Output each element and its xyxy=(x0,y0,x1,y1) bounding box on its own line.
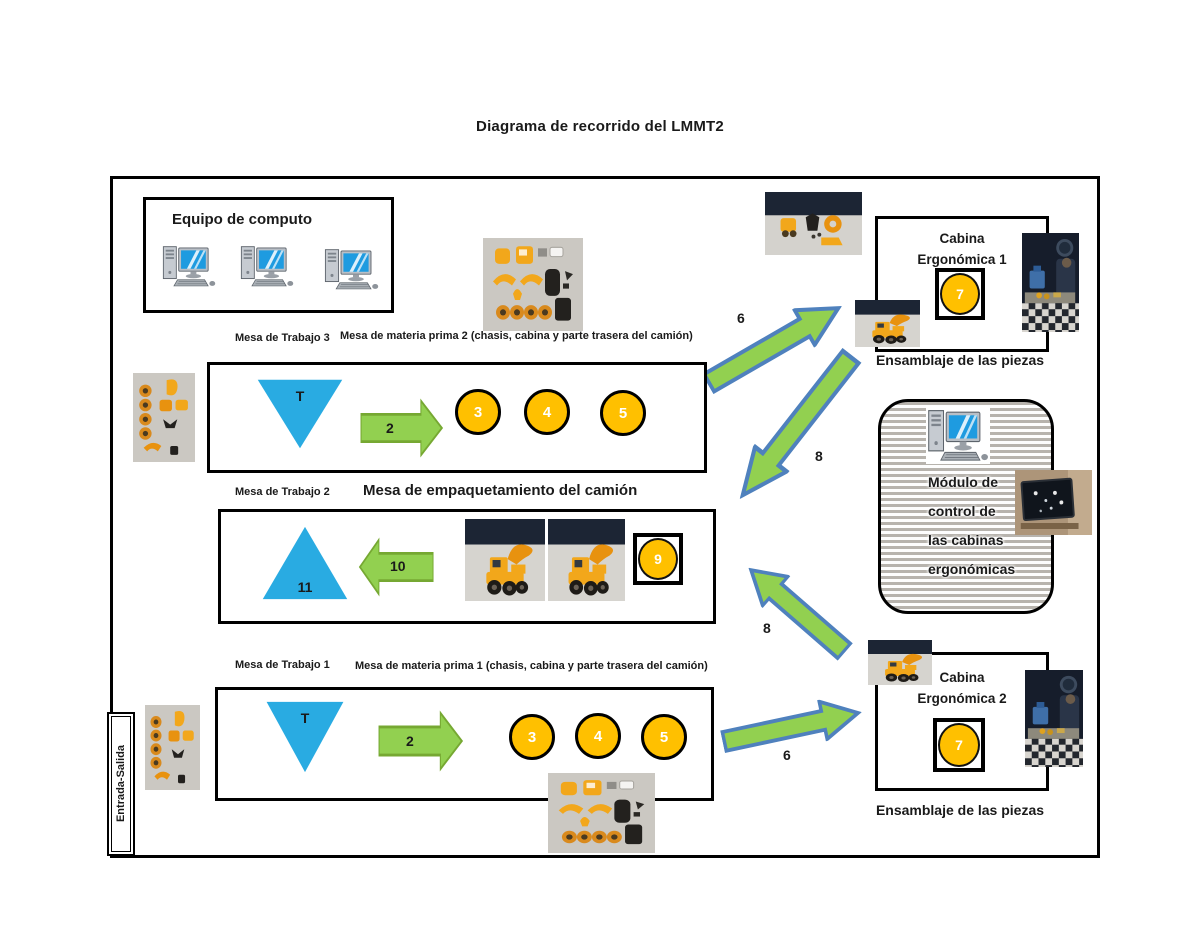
diagram-title: Diagrama de recorrido del LMMT2 xyxy=(476,118,724,135)
mesa3-arrow-number: 2 xyxy=(386,420,394,436)
cabina1-truck-photo xyxy=(855,300,920,347)
modulo-text-line: las cabinas xyxy=(928,532,1004,548)
mesa3-label: Mesa de Trabajo 3 xyxy=(235,332,330,344)
entrada-salida-inner: Entrada-Salida xyxy=(111,716,131,852)
equipo-box: Equipo de computo xyxy=(143,197,394,313)
cabina1-operation-symbol: 7 xyxy=(935,268,985,320)
cabina2-truck-photo xyxy=(868,640,932,685)
mesa1-operation-circle: 4 xyxy=(575,713,621,759)
modulo-text-line: control de xyxy=(928,503,996,519)
mesa2-sublabel: Mesa de empaquetamiento del camión xyxy=(363,482,638,499)
mesa3-operation-circle: 4 xyxy=(524,389,570,435)
mesa1-triangle-label: T xyxy=(300,710,310,726)
modulo-box: Módulo de control de las cabinas ergonóm… xyxy=(878,399,1054,614)
mesa2-arrow-number: 10 xyxy=(390,558,406,574)
mesa2-truck-photo xyxy=(548,519,625,601)
mesa3-storage-triangle: T xyxy=(256,378,344,450)
mesa3-triangle-label: T xyxy=(295,388,305,404)
mesa2-inspection-symbol: 9 xyxy=(633,533,683,585)
flow-number-to-cabina2: 6 xyxy=(783,747,791,763)
cabina2-person-photo xyxy=(1025,670,1083,767)
cabina1-caption: Ensamblaje de las piezas xyxy=(875,352,1045,368)
modulo-tv-photo xyxy=(1015,470,1092,535)
truck-parts-photo xyxy=(548,773,655,853)
cabina2-operation-number: 7 xyxy=(938,723,980,767)
modulo-computer-chip xyxy=(926,406,990,464)
truck-parts-photo xyxy=(483,238,583,331)
mesa1-sublabel: Mesa de materia prima 1 (chasis, cabina … xyxy=(355,660,708,672)
mesa1-label: Mesa de Trabajo 1 xyxy=(235,659,330,671)
cabina1-title: Cabina Ergonómica 1 xyxy=(878,228,1046,270)
flow-number-from-cabina2: 8 xyxy=(763,620,771,636)
mesa1-operation-circle: 5 xyxy=(641,714,687,760)
mesa3-operation-circle: 3 xyxy=(455,389,501,435)
cabina2-operation-symbol: 7 xyxy=(933,718,985,772)
computer-icon xyxy=(239,243,295,289)
mesa2-inspection-number: 9 xyxy=(638,538,678,580)
cabina1-operation-number: 7 xyxy=(940,273,980,315)
mesa3-operation-circle: 5 xyxy=(600,390,646,436)
cabina2-title: Cabina Ergonómica 2 xyxy=(878,667,1046,709)
truck-parts-photo xyxy=(145,705,200,790)
mesa1-transport-arrow xyxy=(378,710,464,772)
equipo-label: Equipo de computo xyxy=(172,211,312,228)
truck-parts-photo xyxy=(133,373,195,462)
mesa1-operation-circle: 3 xyxy=(509,714,555,760)
cabina1-title-line1: Cabina xyxy=(939,231,985,246)
cabina2-title-line2: Ergonómica 2 xyxy=(917,691,1007,706)
mesa3-transport-arrow xyxy=(360,398,444,458)
mesa1-arrow-number: 2 xyxy=(406,733,414,749)
cabina2-caption: Ensamblaje de las piezas xyxy=(875,802,1045,818)
mesa2-truck-photo xyxy=(465,519,545,601)
modulo-text-line: Módulo de xyxy=(928,474,998,490)
entrada-salida-label: Entrada-Salida xyxy=(115,745,127,823)
mesa1-storage-triangle: T xyxy=(265,700,345,774)
flow-number-from-cabina1: 8 xyxy=(815,448,823,464)
mesa2-label: Mesa de Trabajo 2 xyxy=(235,486,330,498)
flow-number-to-cabina1: 6 xyxy=(737,310,745,326)
modulo-text: Módulo de control de las cabinas ergonóm… xyxy=(928,468,1015,584)
mesa3-sublabel: Mesa de materia prima 2 (chasis, cabina … xyxy=(340,330,693,342)
computer-icon xyxy=(926,406,990,464)
truck-parts-photo xyxy=(765,192,862,255)
mesa2-triangle-label: 11 xyxy=(297,579,313,595)
cabina1-title-line2: Ergonómica 1 xyxy=(917,252,1007,267)
outer-frame xyxy=(110,176,1100,858)
cabina1-person-photo xyxy=(1022,233,1079,332)
mesa2-storage-triangle: 11 xyxy=(261,525,349,601)
computer-icon xyxy=(161,243,217,289)
computer-icon xyxy=(323,246,380,292)
entrada-salida-box: Entrada-Salida xyxy=(107,712,135,856)
modulo-text-line: ergonómicas xyxy=(928,561,1016,577)
cabina2-title-line1: Cabina xyxy=(939,670,985,685)
